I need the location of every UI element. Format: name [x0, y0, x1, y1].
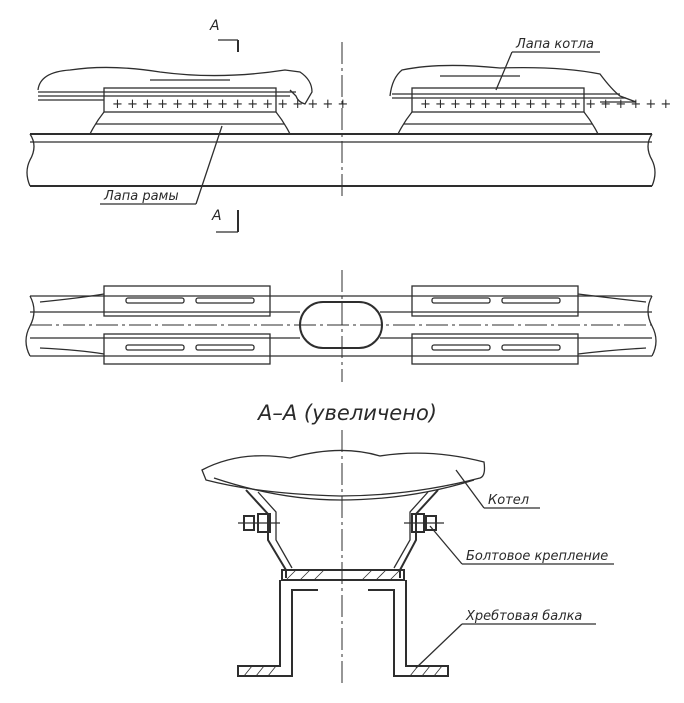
leader-boltovoe: Болтовое крепление	[429, 525, 614, 565]
section-mark-bottom: A	[211, 208, 239, 233]
label-lapa-kotla: Лапа котла	[515, 37, 594, 52]
pad-left-upper	[39, 285, 271, 317]
pad-right-lower	[411, 333, 647, 365]
section-title: А–А (увеличено)	[256, 401, 437, 425]
section-mark-top: A	[209, 18, 239, 52]
pad-left-lower	[39, 333, 271, 365]
label-boltovoe: Болтовое крепление	[466, 549, 608, 564]
label-kotel: Котел	[488, 493, 529, 508]
label-balka: Хребтовая балка	[465, 609, 582, 624]
pad-right-upper	[411, 285, 647, 317]
spine-beam-section	[237, 580, 449, 677]
leader-balka: Хребтовая балка	[415, 609, 596, 669]
section-letter-bottom: A	[211, 208, 222, 224]
leader-lapa-ramy: Лапа рамы	[100, 125, 223, 205]
label-lapa-ramy: Лапа рамы	[103, 189, 179, 204]
rivet-row-left: + + + + + + + + + + + + + + + +	[112, 97, 348, 112]
boiler-saddle-right: + + + + + + + + + + + + + + + + +	[389, 64, 671, 135]
side-view: + + + + + + + + + + + + + + + + + + + + …	[26, 18, 671, 233]
frame-pad-section	[281, 569, 405, 581]
bolt-right	[404, 513, 444, 533]
leader-lapa-kotla: Лапа котла	[495, 37, 600, 91]
central-opening	[299, 301, 383, 349]
leader-kotel: Котел	[455, 469, 540, 509]
saddle-section	[245, 489, 439, 578]
boiler-shell-section	[201, 449, 486, 501]
plan-view	[25, 270, 657, 382]
section-aa: А–А (увеличено)	[201, 401, 614, 684]
boiler-saddle-left: + + + + + + + + + + + + + + + +	[37, 66, 348, 135]
bolt-left	[238, 513, 280, 533]
section-letter-top: A	[209, 18, 220, 34]
rivet-row-right: + + + + + + + + + + + + + + + + +	[420, 97, 671, 112]
frame-beam-side	[26, 133, 656, 187]
